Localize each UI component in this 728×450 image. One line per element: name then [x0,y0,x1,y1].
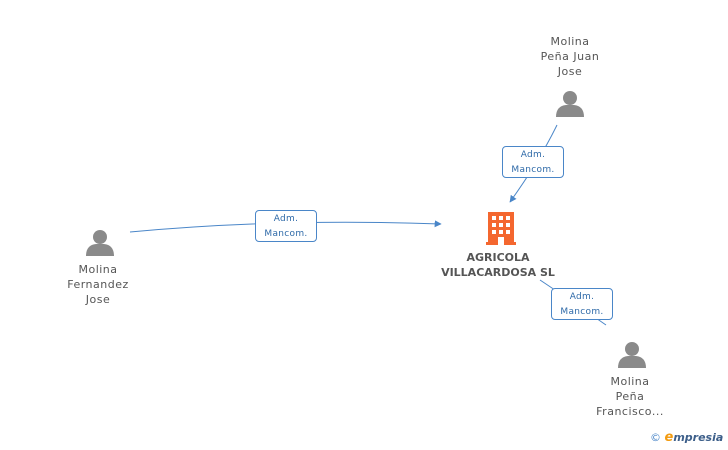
edge-label-fernandez[interactable]: Adm. Mancom. [255,210,317,242]
edge-label-line1: Adm. [273,214,299,224]
edge-label-line2: Mancom. [560,307,604,317]
company-label[interactable]: AGRICOLA VILLACARDOSA SL [428,250,568,280]
copyright-symbol: © [650,431,661,444]
person-label-francisco[interactable]: Molina Peña Francisco... [580,374,680,419]
edge-label-line1: Adm. [520,150,546,160]
person-icon[interactable] [618,342,646,368]
person-label-line: Molina [550,35,590,48]
empresia-watermark: © empresia [650,430,723,445]
brand-logo: empresia [664,430,724,445]
person-label-line: Jose [557,65,583,78]
person-label-line: Molina [610,375,650,388]
brand-e: e [664,430,674,445]
person-label-line: Molina [78,263,118,276]
edge-label-juan[interactable]: Adm. Mancom. [502,146,564,178]
person-label-line: Fernandez [67,278,129,291]
company-name-line2: VILLACARDOSA SL [441,266,555,279]
person-label-line: Peña Juan [540,50,600,63]
person-label-juan[interactable]: Molina Peña Juan Jose [520,34,620,79]
brand-rest: mpresia [673,431,724,444]
person-icon[interactable] [556,91,584,117]
person-icon[interactable] [86,230,114,256]
person-label-fernandez[interactable]: Molina Fernandez Jose [48,262,148,307]
edge-label-line2: Mancom. [264,229,308,239]
edge-label-line1: Adm. [569,292,595,302]
company-name-line1: AGRICOLA [466,251,530,264]
person-label-line: Peña [615,390,645,403]
edge-label-francisco[interactable]: Adm. Mancom. [551,288,613,320]
edge-label-line2: Mancom. [511,165,555,175]
person-label-line: Jose [85,293,111,306]
person-label-line: Francisco... [596,405,664,418]
building-icon[interactable] [486,212,516,245]
